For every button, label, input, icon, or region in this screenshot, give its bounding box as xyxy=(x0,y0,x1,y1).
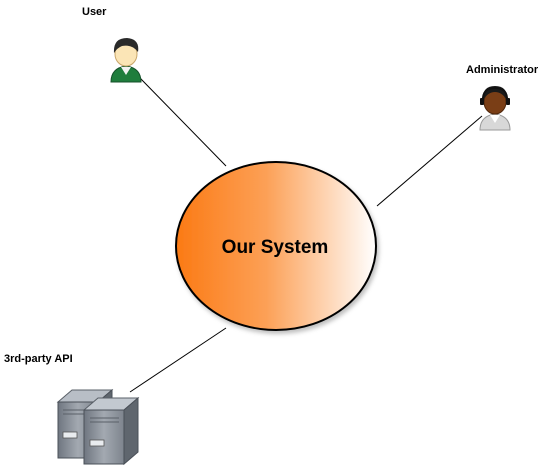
user-label: User xyxy=(82,6,107,18)
user-person-icon[interactable] xyxy=(110,38,142,83)
server-rack-icon[interactable] xyxy=(56,388,140,466)
system-label: Our System xyxy=(222,237,329,258)
connector-admin-system xyxy=(376,115,483,207)
connector-user-system xyxy=(139,77,227,167)
administrator-label: Administrator xyxy=(466,64,539,76)
system-node[interactable]: Our System xyxy=(175,161,377,331)
api-label: 3rd-party API xyxy=(4,353,73,365)
connector-api-system xyxy=(129,327,227,393)
administrator-person-icon[interactable] xyxy=(479,86,511,131)
system-ellipse xyxy=(175,161,377,331)
